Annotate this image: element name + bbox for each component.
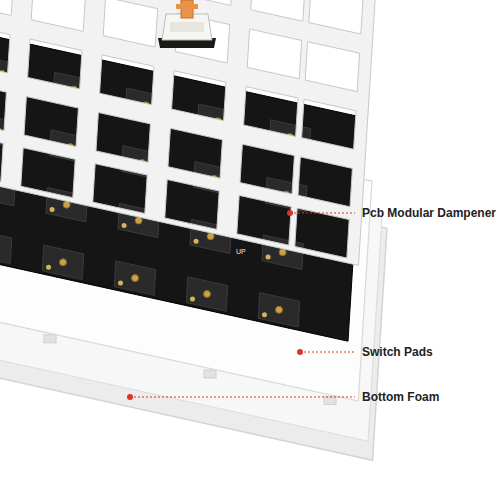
socket [194,239,199,244]
socket [276,306,283,313]
switch-pad [186,277,228,311]
socket [204,290,211,297]
part-name: Bottom Foam [362,390,439,404]
socket [60,259,67,266]
socket [266,255,271,260]
leader-line [300,351,355,352]
switch [158,0,216,48]
socket [190,296,195,301]
leader-dot [127,394,133,400]
leader-line [130,396,355,397]
switch-stem [176,4,198,9]
leader-dot [297,349,303,355]
leader-line [290,212,355,213]
switch-pad [42,245,84,279]
switch-pad [0,229,12,263]
part-name: Switch Pads [362,345,433,359]
case-post [44,335,56,343]
case-post [204,370,216,378]
socket [122,223,127,228]
socket [132,275,139,282]
part-name: Pcb Modular Dampener [362,206,496,220]
switch-pad [114,261,156,295]
plate [0,0,376,265]
pcb-marking: UP [236,248,246,256]
switch-pad [258,293,300,327]
socket [262,312,267,317]
leader-lines [127,210,355,400]
socket [50,207,55,212]
switch-housing [170,22,204,32]
socket [46,265,51,270]
leader-dot [287,210,293,216]
socket [118,281,123,286]
